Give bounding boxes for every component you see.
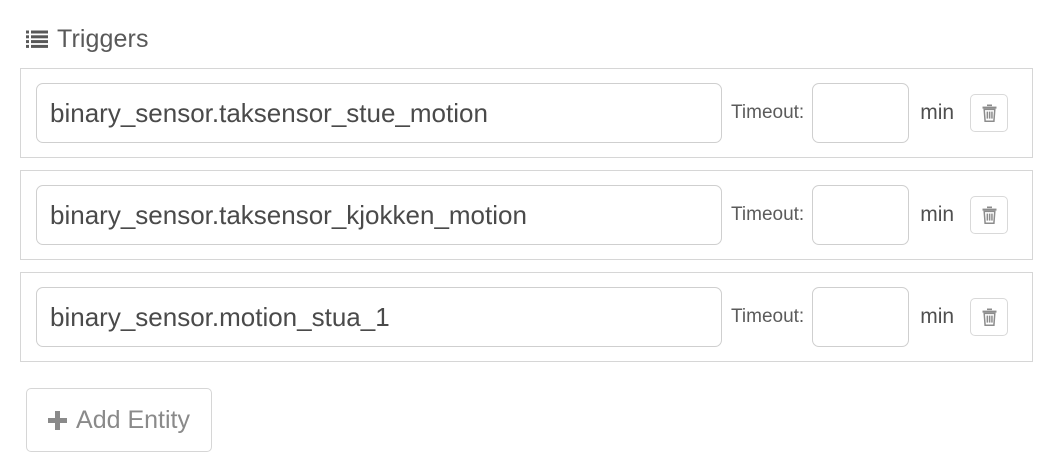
add-entity-label: Add Entity [76,405,190,434]
entity-input[interactable] [36,83,722,143]
trash-icon [982,206,997,224]
trigger-rows-list: Timeout: min Timeout: min [20,68,1033,374]
delete-row-button[interactable] [970,196,1009,234]
timeout-input[interactable] [812,185,910,245]
entity-input[interactable] [36,185,722,245]
timeout-input[interactable] [812,83,910,143]
table-row: Timeout: min [20,272,1033,362]
add-entity-button[interactable]: Add Entity [26,388,212,452]
page-title: Triggers [57,24,149,53]
trash-icon [982,308,997,326]
timeout-label: Timeout: [731,204,805,225]
delete-row-button[interactable] [970,298,1009,336]
timeout-input[interactable] [812,287,910,347]
delete-row-button[interactable] [970,94,1009,132]
list-icon [26,30,48,48]
timeout-unit-label: min [920,101,955,124]
section-header: Triggers [26,22,149,56]
timeout-label: Timeout: [731,102,805,123]
timeout-unit-label: min [920,305,955,328]
table-row: Timeout: min [20,68,1033,158]
table-row: Timeout: min [20,170,1033,260]
trash-icon [982,104,997,122]
timeout-label: Timeout: [731,306,805,327]
timeout-unit-label: min [920,203,955,226]
plus-icon [48,410,68,430]
entity-input[interactable] [36,287,722,347]
